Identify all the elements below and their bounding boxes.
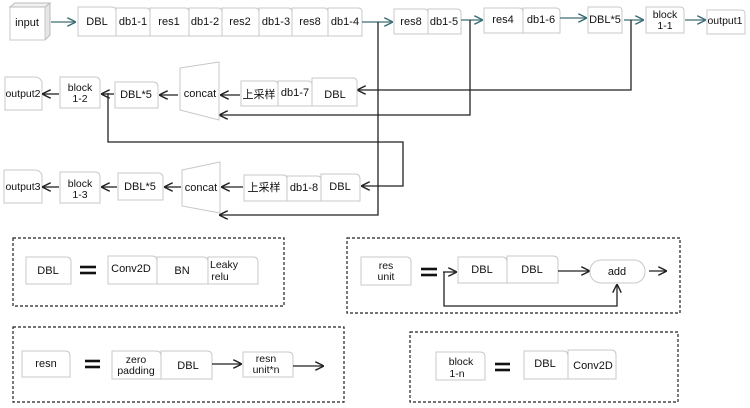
dbl5-box-1 [587,6,623,34]
legend-block-term-top: block [449,356,474,368]
legend-resunit-frame [346,237,681,314]
dbl-label-row3: DBL [329,181,350,193]
chain2-box [311,77,358,107]
legend-block-term-bottom: 1-n [449,368,464,380]
mid1-db1-5: db1-5 [430,16,458,28]
backbone-db1-4: db1-4 [331,16,359,28]
legend-resunit-term-top: res [379,260,394,272]
upsample-label-3: 上采样 [248,180,281,194]
legend-dbl-term: DBL [37,265,58,277]
upsample-label-2: 上采样 [243,87,276,101]
equals-icon [85,359,100,369]
mid1-group: res8 db1-5 [393,8,462,35]
mid2-res4: res4 [492,14,513,26]
dbl-label-row2: DBL [324,89,345,101]
legend-leaky-box [207,256,259,285]
legend-dbl-frame [12,237,285,307]
dbl5-box-3 [117,172,164,201]
dbl5-label-2: DBL*5 [120,89,152,101]
concat-3-label: concat [185,182,217,194]
block13-box [59,171,101,204]
db1-8-label: db1-8 [290,182,318,194]
legend-resunit-term-box [360,256,412,286]
concat-2-shape [179,61,220,121]
mid2-box [522,7,561,34]
dbl5-label-1: DBL*5 [589,14,621,26]
legend-resn-term-box [21,350,71,378]
backbone-db1-2: db1-2 [191,16,219,28]
legend-conv2d-label: Conv2D [111,263,151,275]
concat-3-shape [181,161,221,214]
legend-add-label: add [608,266,626,278]
legend-block-term-box [435,351,486,381]
output1-label: output1 [707,15,742,27]
legend-block-frame [409,331,679,403]
legend-resunit-dbl-box [506,255,559,284]
connector-row2-to-row3 [107,93,404,186]
legend-resunit-dbl2: DBL [521,264,542,276]
legend-block-conv2d-box [567,349,617,380]
legend-zero-label: zero [126,354,147,366]
legend-block-dbl-label: DBL [534,358,555,370]
legend-add-node [589,259,646,284]
output2-label: output2 [5,88,40,100]
block11-box [645,6,685,34]
connector-residual-skip [443,272,617,307]
output2-box [4,76,43,111]
dbl5-label-3: DBL*5 [124,181,156,193]
block13-label-bottom: 1-3 [72,189,87,201]
legend-resn-frame [12,326,345,403]
backbone-dbl: DBL [86,16,107,28]
block13-label-top: block [68,178,93,190]
connector-db15-to-concat2 [220,20,471,115]
block12-label-bottom: 1-2 [72,93,87,105]
output3-box [3,169,43,204]
legend-resnunit-top: resn [256,353,277,365]
backbone-res8: res8 [299,16,320,28]
legend-block-conv2d-label: Conv2D [573,360,613,372]
legend-resnunit-box [242,351,294,378]
legend-resnunit-bottom: unit*n [253,364,280,376]
legend-resunit-dbl1: DBL [471,264,492,276]
legend-resunit-term-bottom: unit [378,271,395,283]
block12-label-top: block [68,82,93,94]
output3-label: output3 [5,181,40,193]
connector-db14-to-concat3 [220,22,379,215]
legend-resn-dbl-box [160,350,213,380]
backbone-group: DBL db1-1 res1 db1-2 res2 db1-3 res8 db1… [77,6,363,37]
mid2-db1-6: db1-6 [527,14,555,26]
backbone-res2: res2 [229,16,250,28]
output1-box [706,9,746,35]
chain3-box [320,173,361,202]
mid2-group: res4 db1-6 [483,7,561,34]
legend-dbl-term-box [25,256,72,285]
input-label: input [15,17,39,29]
legend-relu-label: relu [211,271,229,283]
mid1-res8: res8 [400,16,421,28]
equals-icon [80,265,96,275]
equals-icon [421,267,437,277]
block11-label-top: block [653,9,678,21]
legend-leaky-label: Leaky [210,259,239,271]
legend-bn-label: BN [174,265,189,277]
block12-box [59,76,101,109]
dbl5-box-2 [114,81,159,109]
block11-label-bottom: 1-1 [657,20,672,32]
input-node: input [8,1,52,41]
backbone-db1-3: db1-3 [262,16,290,28]
backbone-db1-1: db1-1 [119,16,147,28]
legend-resn-dbl-label: DBL [177,360,198,372]
legend-resn-term: resn [35,358,56,370]
backbone-box [327,7,363,37]
backbone-res1: res1 [158,16,179,28]
concat-2-label: concat [184,88,216,100]
equals-icon [495,362,510,372]
connector-dbl5-to-row2 [358,20,632,90]
db1-7-label: db1-7 [281,87,309,99]
mid1-box [427,8,462,35]
legend-padding-label: padding [117,365,155,377]
